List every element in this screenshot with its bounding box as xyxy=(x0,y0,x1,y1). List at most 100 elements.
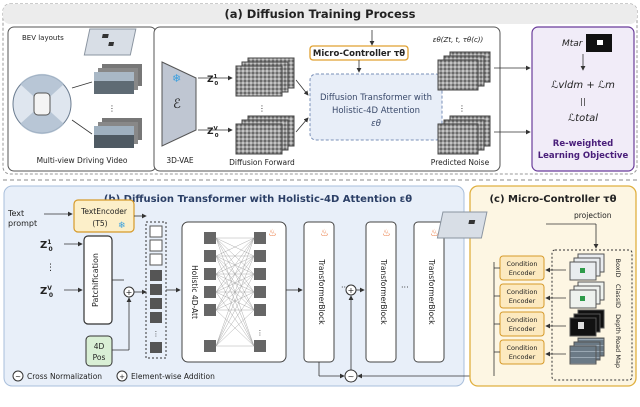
condition-map xyxy=(569,345,597,365)
objective-line2: Learning Objective xyxy=(538,151,629,161)
attention-nodes-left xyxy=(204,232,216,352)
dit-line1: Diffusion Transformer with xyxy=(320,93,432,103)
loss-equals: || xyxy=(580,97,585,106)
dit-line3: εθ xyxy=(371,119,382,129)
objective-line1: Re-weighted xyxy=(553,139,613,149)
pos-line2: Pos xyxy=(93,353,106,362)
dots: ⋮ xyxy=(258,104,266,113)
legend-add-label: Element-wise Addition xyxy=(131,372,215,381)
vae-label: 3D-VAE xyxy=(166,156,194,165)
condition-encoder-label: Encoder xyxy=(509,297,536,305)
text-encoder-line2: (T5) xyxy=(92,219,107,228)
arrow xyxy=(295,117,309,133)
car-icon xyxy=(33,92,51,116)
attention-edge xyxy=(215,291,255,347)
patchify-label: Patchification xyxy=(91,253,100,307)
noise-stack-top xyxy=(235,57,295,97)
attention-edge xyxy=(215,237,255,257)
condition-label: ClassID xyxy=(614,284,622,308)
dots: ⋮ xyxy=(458,104,466,113)
condition-encoder-label: Condition xyxy=(506,288,537,296)
predicted-stack-bottom xyxy=(437,115,491,155)
vae-block xyxy=(161,61,197,147)
condition-label: Depth xyxy=(614,314,622,334)
loss-total: ℒtotal xyxy=(568,113,598,124)
condition-label: Road Map xyxy=(614,336,622,368)
legend-cross-label: Cross Normalization xyxy=(27,372,102,381)
box-marker xyxy=(580,268,585,273)
camera-fov xyxy=(20,104,64,135)
condition-label: BoxID xyxy=(614,258,622,277)
bev-box xyxy=(108,42,115,46)
attention-edge xyxy=(215,237,255,347)
mask-label: Mtar xyxy=(562,39,584,49)
legend-add-symbol xyxy=(116,370,128,382)
condition-encoder-label: Encoder xyxy=(509,325,536,333)
attention-nodes-right xyxy=(254,232,266,352)
block2-label: TransformerBlock xyxy=(379,258,388,325)
trainable-icon: ♨ xyxy=(268,228,277,239)
text-prompt-line1: Text xyxy=(7,209,24,218)
dit-line2: Holistic-4D Attention xyxy=(332,106,420,116)
noise-stack-bottom xyxy=(235,115,295,155)
condition-encoder-label: Condition xyxy=(506,260,537,268)
transformer-block-3 xyxy=(413,221,445,363)
add-symbol: + xyxy=(348,286,355,295)
video-stack-bottom xyxy=(94,118,142,148)
bev-box xyxy=(468,220,476,224)
micro-controller-label: Micro-Controller τθ xyxy=(313,49,405,59)
video-tokens xyxy=(150,270,162,353)
trainable-icon: ♨ xyxy=(320,228,329,239)
condition-map-group xyxy=(551,249,633,381)
text-tokens xyxy=(149,225,163,266)
arrow xyxy=(71,119,93,135)
pos-line1: 4D xyxy=(94,342,105,351)
box-marker xyxy=(580,296,585,301)
add-symbol: + xyxy=(126,288,133,297)
section-a-header xyxy=(3,4,637,24)
predicted-label: Predicted Noise xyxy=(431,158,490,167)
legend-plus: + xyxy=(119,373,125,381)
condition-encoder-label: Encoder xyxy=(509,269,536,277)
block3-label: TransformerBlock xyxy=(427,258,436,325)
trainable-icon: ♨ xyxy=(382,228,391,239)
attention-connections xyxy=(215,237,255,347)
trainable-icon: ♨ xyxy=(430,228,439,239)
section-b-title: (b) Diffusion Transformer with Holistic-… xyxy=(104,194,412,205)
ellipsis: ··· xyxy=(341,283,349,292)
frozen-icon: ❄ xyxy=(118,221,126,231)
condition-encoder-label: Condition xyxy=(506,316,537,324)
dit-block xyxy=(309,73,443,141)
attention-edge xyxy=(215,237,255,275)
attention-edge xyxy=(215,237,255,293)
eps-formula: εθ(Zt, t, τθ(c)) xyxy=(433,36,484,44)
block1-label: TransformerBlock xyxy=(317,258,326,325)
transformer-block-2 xyxy=(365,221,397,363)
dots: ⋮ xyxy=(257,329,264,337)
depth-marker xyxy=(578,322,584,329)
section-c-title: (c) Micro-Controller τθ xyxy=(489,194,616,205)
bev-label: BEV layouts xyxy=(22,34,64,42)
legend-cross-symbol xyxy=(12,370,24,382)
text-encoder-line1: TextEncoder xyxy=(80,207,128,216)
dots: ⋮ xyxy=(108,104,116,113)
mask-region xyxy=(597,40,603,45)
section-a-title: (a) Diffusion Training Process xyxy=(225,7,416,21)
attention-edge xyxy=(215,273,255,347)
legend-tilde: ~ xyxy=(15,373,21,381)
bev-box xyxy=(101,34,109,38)
condition-encoder-label: Condition xyxy=(506,344,537,352)
text-prompt-line2: prompt xyxy=(8,219,37,228)
bev-layout-image xyxy=(436,211,488,239)
condition-encoder-label: Encoder xyxy=(509,353,536,361)
dots: ⋮ xyxy=(153,330,160,338)
projection-label: projection xyxy=(574,211,612,220)
tilde-symbol: ~ xyxy=(348,372,355,381)
